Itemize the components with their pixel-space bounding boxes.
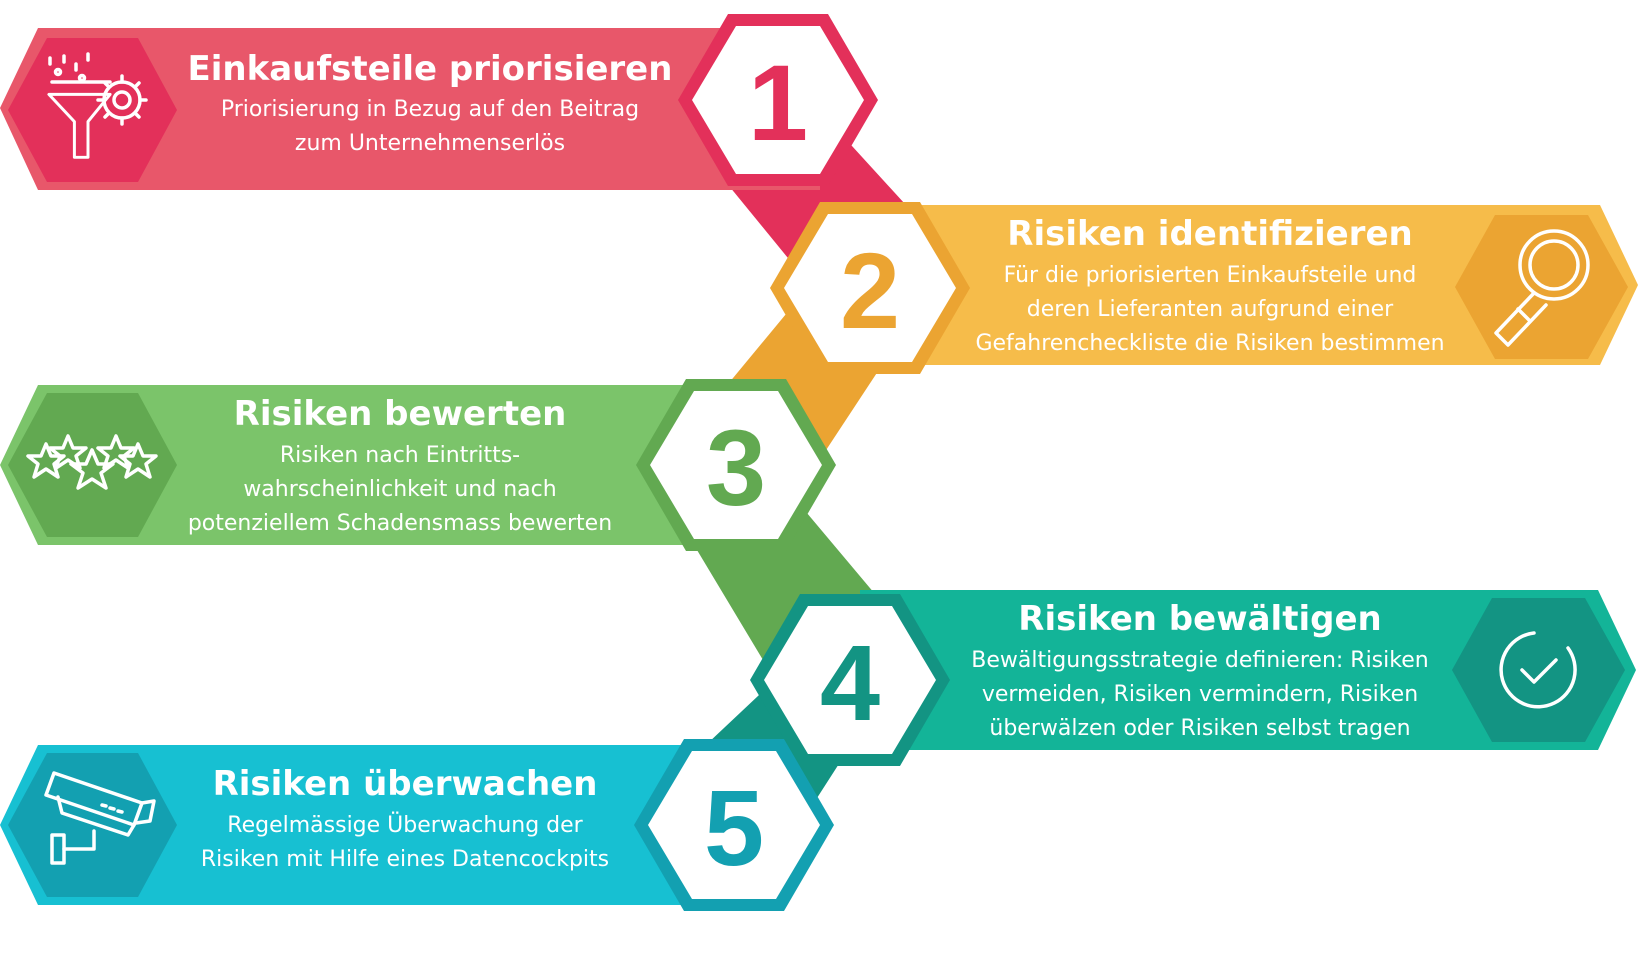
- step-3-desc-line-3: potenziellem Schadensmass bewerten: [188, 511, 612, 536]
- step-1-banner: [0, 28, 820, 190]
- step-1: Einkaufsteile priorisieren Priorisierung…: [0, 14, 878, 190]
- security-camera-icon: [44, 771, 156, 865]
- step-2-desc-line-2: deren Lieferanten aufgrund einer: [1027, 297, 1394, 322]
- step-3-desc-line-1: Risiken nach Eintritts-: [280, 443, 520, 468]
- step-1-number: 1: [748, 42, 808, 163]
- step-5-title: Risiken überwachen: [213, 764, 598, 804]
- step-2-desc-line-1: Für die priorisierten Einkaufsteile und: [1004, 263, 1417, 288]
- step-5: Risiken überwachen Regelmässige Überwach…: [0, 739, 834, 911]
- step-5-number: 5: [704, 767, 764, 888]
- step-4-banner: [860, 590, 1636, 750]
- step-5-banner: [0, 745, 770, 905]
- step-5-desc-line-1: Regelmässige Überwachung der: [227, 812, 583, 838]
- stars-icon: [26, 434, 158, 490]
- step-2-number-hexagon: [784, 214, 956, 362]
- step-2-desc-line-3: Gefahrencheckliste die Risiken bestimmen: [975, 331, 1444, 356]
- step-1-icon-hexagon: [8, 38, 177, 182]
- step-3-number: 3: [706, 407, 766, 528]
- step-5-desc-line-2: Risiken mit Hilfe eines Datencockpits: [201, 847, 609, 872]
- step-4-number-hexagon: [764, 606, 936, 754]
- step-3-banner: [0, 385, 780, 545]
- step-4-desc-line-3: überwälzen oder Risiken selbst tragen: [989, 716, 1410, 741]
- step-4-number: 4: [820, 622, 880, 743]
- step-3: Risiken bewerten Risiken nach Eintritts-…: [0, 379, 836, 551]
- step-3-desc-line-2: wahrscheinlichkeit und nach: [243, 477, 556, 502]
- step-2: Risiken identifizieren Für die priorisie…: [770, 202, 1638, 374]
- step-1-desc-line-1: Priorisierung in Bezug auf den Beitrag: [221, 97, 639, 122]
- step-4-desc-line-1: Bewältigungsstrategie definieren: Risike…: [971, 648, 1428, 673]
- step-3-title: Risiken bewerten: [234, 394, 567, 434]
- step-1-title: Einkaufsteile priorisieren: [188, 49, 673, 89]
- step-2-title: Risiken identifizieren: [1007, 214, 1412, 254]
- step-5-number-hexagon: [648, 751, 820, 899]
- step-1-number-hexagon: [692, 26, 864, 174]
- step-2-number: 2: [840, 230, 900, 351]
- step-4-title: Risiken bewältigen: [1018, 599, 1381, 639]
- step-1-desc-line-2: zum Unternehmenserlös: [295, 131, 565, 156]
- step-2-banner: [880, 205, 1638, 365]
- step-4-desc-line-2: vermeiden, Risiken vermindern, Risiken: [982, 682, 1418, 707]
- check-circle-icon: [1499, 631, 1577, 709]
- step-4: Risiken bewältigen Bewältigungsstrategie…: [750, 590, 1636, 766]
- funnel-gear-icon: [47, 52, 148, 159]
- step-3-icon-hexagon: [8, 393, 177, 537]
- magnifier-icon: [1494, 229, 1590, 347]
- step-3-number-hexagon: [650, 391, 822, 539]
- step-4-icon-hexagon: [1452, 598, 1625, 742]
